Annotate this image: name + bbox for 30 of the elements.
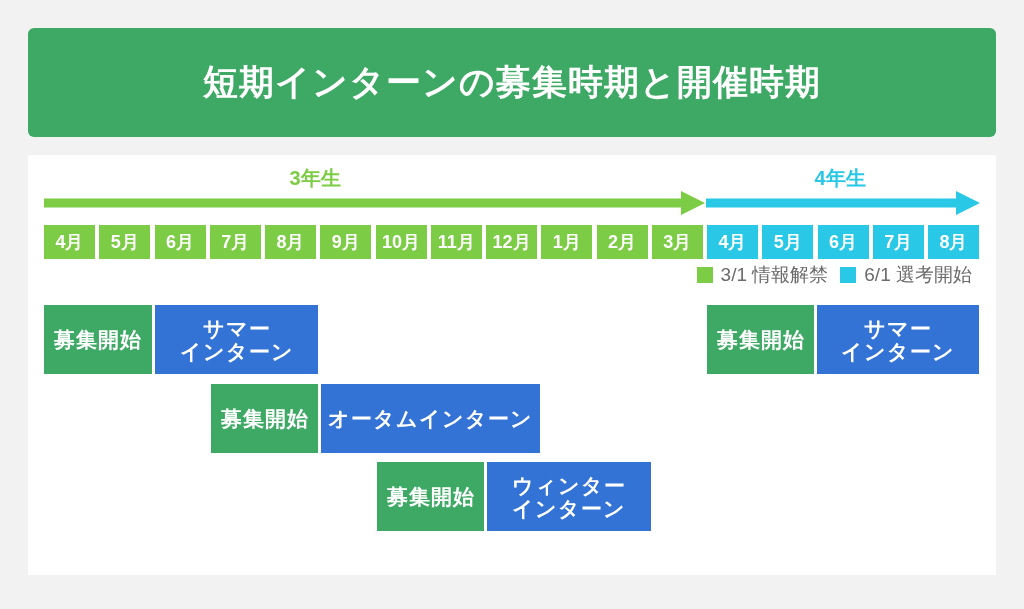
month-cell: 8月 <box>928 225 979 259</box>
month-cell: 6月 <box>817 225 869 259</box>
month-cell: 5月 <box>762 225 814 259</box>
month-cell: 2月 <box>596 225 648 259</box>
recruitment-bar: 募集開始 <box>377 462 484 531</box>
month-cell: 5月 <box>99 225 151 259</box>
month-cell: 7月 <box>209 225 261 259</box>
recruitment-bar: 募集開始 <box>707 305 814 374</box>
internship-bar: サマーインターン <box>817 305 979 374</box>
internship-bar: ウィンターインターン <box>487 462 651 531</box>
recruitment-bar: 募集開始 <box>211 384 318 453</box>
title-banner: 短期インターンの募集時期と開催時期 <box>28 28 996 137</box>
year-label: 3年生 <box>288 167 342 190</box>
month-cell: 11月 <box>430 225 482 259</box>
month-cell: 9月 <box>320 225 372 259</box>
month-cell: 7月 <box>872 225 924 259</box>
internship-bar: オータムインターン <box>321 384 540 453</box>
month-cell: 4月 <box>44 225 95 259</box>
month-cell: 6月 <box>154 225 206 259</box>
month-cell: 4月 <box>707 225 758 259</box>
recruitment-bar: 募集開始 <box>44 305 152 374</box>
month-cell: 1月 <box>541 225 593 259</box>
month-cell: 10月 <box>375 225 427 259</box>
legend-text: 6/1 選考開始 <box>864 263 972 287</box>
month-cell: 8月 <box>265 225 316 259</box>
legend-text: 3/1 情報解禁 <box>720 263 829 287</box>
month-cell: 12月 <box>486 225 537 259</box>
internship-bar: サマーインターン <box>155 305 318 374</box>
month-cell: 3月 <box>651 225 703 259</box>
year-label: 4年生 <box>813 167 867 190</box>
